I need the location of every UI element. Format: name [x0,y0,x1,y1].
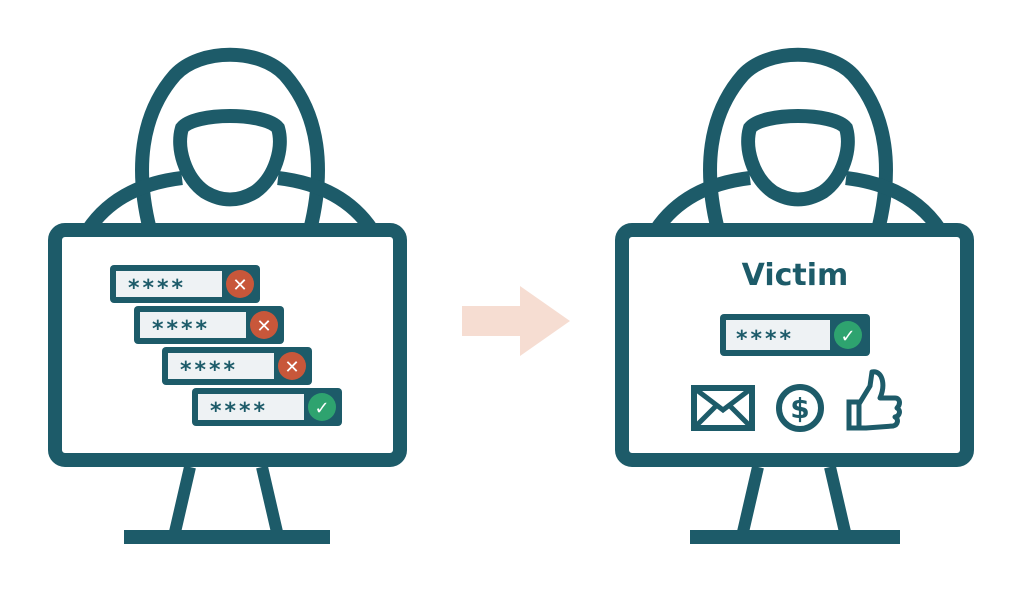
victim-title: Victim [742,258,849,293]
attempt-masked-text: **** [180,358,238,383]
attempt-masked-text: **** [152,317,210,342]
arrow-right-icon [462,286,570,356]
monitor-right-screen [615,223,974,467]
attempt-list: **** ✕ **** ✕ **** ✕ **** ✓ [110,265,342,426]
monitor-left [48,223,407,544]
monitor-right [615,223,974,544]
attempt-masked-text: **** [210,399,268,424]
fail-mark-icon: ✕ [232,275,247,296]
dollar-symbol: $ [790,392,809,425]
face-left [173,109,287,207]
attempt-row: **** ✕ [110,265,260,303]
attempt-row: **** ✕ [162,347,312,385]
thumbs-up-icon [846,369,902,431]
fail-mark-icon: ✕ [284,357,299,378]
fail-badge [226,270,254,298]
shoulders-left [82,171,378,235]
victim-masked-text: **** [736,327,794,352]
dollar-coin-icon: $ [776,384,824,432]
fail-badge [278,352,306,380]
hood-left [135,47,325,237]
success-badge [834,321,862,349]
attempt-row: **** ✓ [192,388,342,426]
success-badge [308,393,336,421]
fail-mark-icon: ✕ [256,316,271,337]
monitor-left-screen [48,223,407,467]
monitor-right-base [690,530,900,544]
monitor-right-stand [737,465,851,534]
shoulders-right [650,171,946,235]
monitor-left-base [124,530,330,544]
attacker-figure-left [82,47,378,237]
attempt-row: **** ✕ [134,306,284,344]
victim-login-field: **** ✓ [720,314,870,356]
fail-badge [250,311,278,339]
face-right [741,109,855,207]
envelope-icon [691,385,755,431]
monitor-left-stand [169,465,283,534]
hood-right [703,47,893,237]
attacker-figure-right [650,47,946,237]
check-mark-icon: ✓ [840,326,855,347]
attempt-masked-text: **** [128,276,186,301]
check-mark-icon: ✓ [314,398,329,419]
